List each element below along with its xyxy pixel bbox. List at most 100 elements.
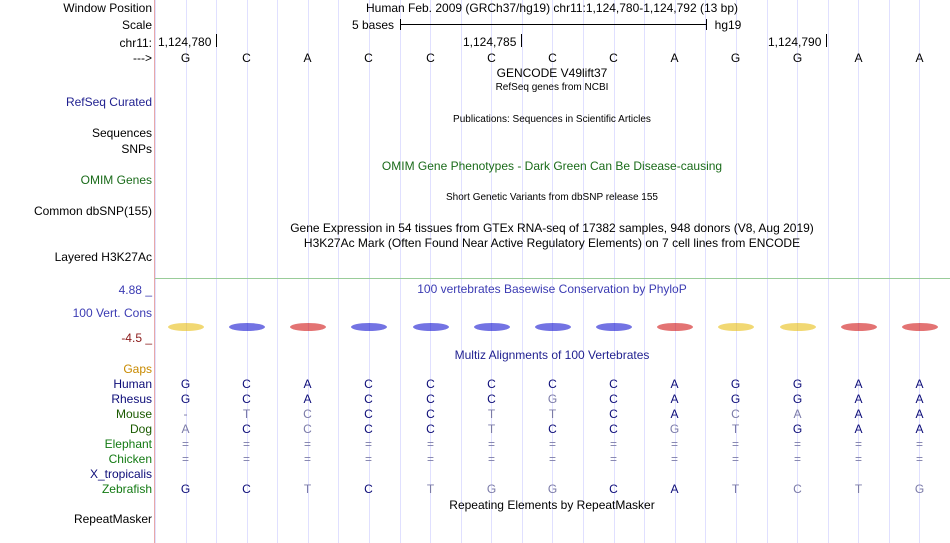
aligned-base: G: [730, 392, 741, 406]
dbsnp-track-title[interactable]: Short Genetic Variants from dbSNP releas…: [446, 192, 658, 203]
aligned-base: A: [854, 392, 863, 406]
aligned-base: A: [303, 377, 312, 391]
aligned-base: C: [609, 482, 618, 496]
dbsnp-track-label[interactable]: Common dbSNP(155): [33, 204, 152, 218]
species-label[interactable]: Chicken: [108, 452, 152, 466]
aligned-base: C: [242, 482, 251, 496]
aligned-base: =: [364, 437, 372, 451]
aligned-base: A: [670, 407, 679, 421]
aligned-base: C: [242, 422, 251, 436]
aligned-base: A: [854, 422, 863, 436]
window-position-label: Window Position: [63, 1, 152, 15]
reference-base: G: [730, 51, 741, 65]
aligned-base: C: [364, 392, 373, 406]
gridline: [583, 0, 584, 543]
reference-base: C: [487, 51, 496, 65]
scale-value: 5 bases: [351, 18, 395, 32]
aligned-base: C: [609, 422, 618, 436]
species-label[interactable]: Human: [113, 377, 152, 391]
aligned-base: C: [609, 377, 618, 391]
conservation-track-title[interactable]: 100 vertebrates Basewise Conservation by…: [417, 282, 687, 296]
omim-track-label[interactable]: OMIM Genes: [80, 173, 152, 187]
aligned-base: G: [486, 482, 497, 496]
gridline: [828, 0, 829, 543]
aligned-base: =: [364, 452, 372, 466]
aligned-base: =: [426, 452, 434, 466]
scale-bar: [400, 24, 706, 25]
aligned-base: =: [303, 452, 311, 466]
window-position-value[interactable]: Human Feb. 2009 (GRCh37/hg19) chr11:1,12…: [365, 1, 739, 15]
reference-base: C: [364, 51, 373, 65]
gridline: [461, 0, 462, 543]
aligned-base: =: [609, 437, 617, 451]
omim-track-title[interactable]: OMIM Gene Phenotypes - Dark Green Can Be…: [381, 159, 723, 173]
gtex-track-title[interactable]: Gene Expression in 54 tissues from GTEx …: [290, 221, 814, 235]
strand-label: --->: [133, 51, 152, 65]
aligned-base: A: [915, 422, 924, 436]
reference-base: G: [180, 51, 191, 65]
refseq-track-label[interactable]: RefSeq Curated: [65, 95, 152, 109]
publications-track-title[interactable]: Publications: Sequences in Scientific Ar…: [453, 114, 651, 125]
species-label[interactable]: Rhesus: [111, 392, 152, 406]
aligned-base: C: [364, 377, 373, 391]
gridline: [767, 0, 768, 543]
gridline: [155, 0, 156, 543]
position-tick-1: [216, 34, 217, 47]
gridline: [522, 0, 523, 543]
aligned-base: A: [670, 377, 679, 391]
aligned-base: T: [854, 482, 863, 496]
aligned-base: T: [426, 482, 435, 496]
species-label[interactable]: Elephant: [104, 437, 152, 451]
scale-assembly: hg19: [714, 18, 742, 32]
multiz-track-title[interactable]: Multiz Alignments of 100 Vertebrates: [454, 348, 650, 362]
aligned-base: =: [854, 452, 862, 466]
aligned-base: C: [242, 392, 251, 406]
scale-label: Scale: [121, 18, 152, 32]
reference-base: C: [242, 51, 251, 65]
aligned-base: =: [487, 437, 495, 451]
h3k27ac-track-label[interactable]: Layered H3K27Ac: [54, 250, 152, 264]
aligned-base: T: [303, 482, 312, 496]
aligned-base: G: [669, 422, 680, 436]
aligned-base: C: [364, 422, 373, 436]
h3k27ac-track-title[interactable]: H3K27Ac Mark (Often Found Near Active Re…: [303, 236, 801, 250]
aligned-base: C: [548, 377, 557, 391]
species-label[interactable]: X_tropicalis: [89, 467, 152, 481]
snps-track-label[interactable]: SNPs: [121, 142, 152, 156]
aligned-base: C: [426, 422, 435, 436]
reference-base: G: [792, 51, 803, 65]
position-1: 1,124,780: [158, 35, 212, 49]
aligned-base: G: [180, 377, 191, 391]
gencode-track-title[interactable]: GENCODE V49lift37: [496, 66, 608, 80]
aligned-base: C: [609, 407, 618, 421]
position-2: 1,124,785: [463, 35, 517, 49]
aligned-base: -: [183, 407, 188, 421]
species-label[interactable]: Dog: [129, 422, 152, 436]
aligned-base: A: [670, 482, 679, 496]
repeatmasker-track-label[interactable]: RepeatMasker: [73, 512, 152, 526]
reference-base: A: [303, 51, 312, 65]
cons-min-value: -4.5 _: [121, 331, 152, 345]
gridline: [614, 0, 615, 543]
conservation-track-label[interactable]: 100 Vert. Cons: [72, 306, 152, 320]
aligned-base: A: [303, 392, 312, 406]
aligned-base: =: [487, 452, 495, 466]
track-separator: [155, 278, 950, 279]
gridline: [644, 0, 645, 543]
aligned-base: =: [181, 437, 189, 451]
aligned-base: T: [731, 422, 740, 436]
gridline: [736, 0, 737, 543]
repeatmasker-track-title[interactable]: Repeating Elements by RepeatMasker: [449, 498, 655, 512]
conservation-logo-mark: [533, 318, 573, 336]
species-label[interactable]: Mouse: [115, 407, 152, 421]
aligned-base: C: [731, 407, 740, 421]
aligned-base: =: [670, 452, 678, 466]
aligned-base: C: [364, 482, 373, 496]
conservation-logo-mark: [716, 318, 756, 336]
gridline: [186, 0, 187, 543]
sequences-track-label[interactable]: Sequences: [91, 126, 152, 140]
aligned-base: =: [915, 437, 923, 451]
aligned-base: A: [181, 422, 190, 436]
species-label[interactable]: Zebrafish: [101, 482, 152, 496]
aligned-base: =: [426, 437, 434, 451]
